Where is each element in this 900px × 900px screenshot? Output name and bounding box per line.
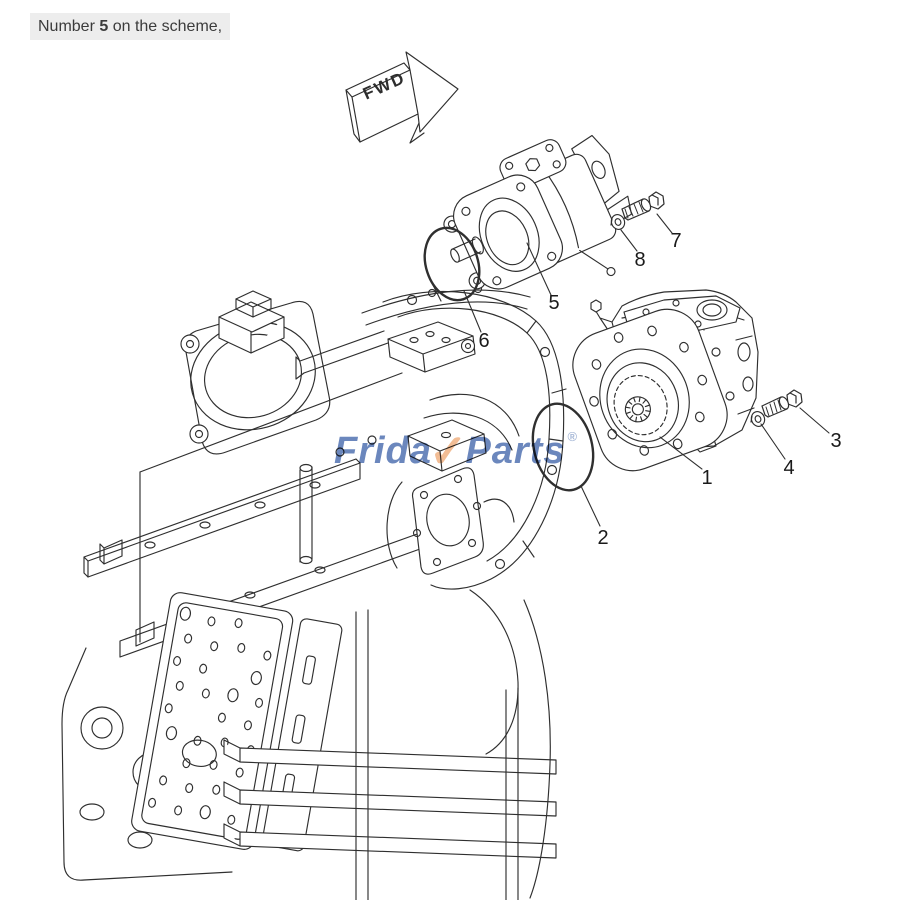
watermark-text-left: Frida bbox=[334, 430, 432, 472]
callout-leader-lines bbox=[464, 214, 829, 526]
caption-text-prefix: Number bbox=[38, 17, 100, 35]
caption-banner: Number 5 on the scheme, bbox=[30, 13, 231, 40]
callout-2: 2 bbox=[597, 527, 609, 549]
washer-4 bbox=[749, 410, 766, 429]
bolt-7 bbox=[622, 192, 664, 220]
callout-3: 3 bbox=[830, 430, 842, 452]
piston-pump-drawing bbox=[563, 290, 758, 480]
pump-mount-flange bbox=[387, 468, 514, 574]
caption-part-number: 5 bbox=[99, 17, 109, 35]
callout-5: 5 bbox=[548, 292, 560, 314]
watermark-registered-icon: ® bbox=[567, 429, 579, 445]
watermark-check-icon: ✓ bbox=[428, 425, 469, 477]
valve-plate bbox=[130, 591, 343, 860]
o-ring-2 bbox=[524, 397, 602, 496]
o-ring-6 bbox=[416, 221, 488, 307]
callout-4: 4 bbox=[783, 457, 795, 479]
washer-8 bbox=[609, 213, 626, 232]
caption-text-suffix: on the scheme, bbox=[108, 17, 223, 35]
callout-7: 7 bbox=[670, 230, 682, 252]
bell-housing bbox=[383, 283, 566, 589]
transmission-housing-drawing bbox=[62, 283, 566, 900]
callout-1: 1 bbox=[701, 467, 713, 489]
watermark-text-right: Parts bbox=[465, 430, 566, 472]
callout-8: 8 bbox=[634, 249, 646, 271]
fwd-arrow-icon bbox=[346, 52, 458, 143]
bolt-3 bbox=[762, 390, 802, 417]
watermark: Frida✓Parts® bbox=[334, 424, 578, 478]
callout-6: 6 bbox=[478, 330, 490, 352]
